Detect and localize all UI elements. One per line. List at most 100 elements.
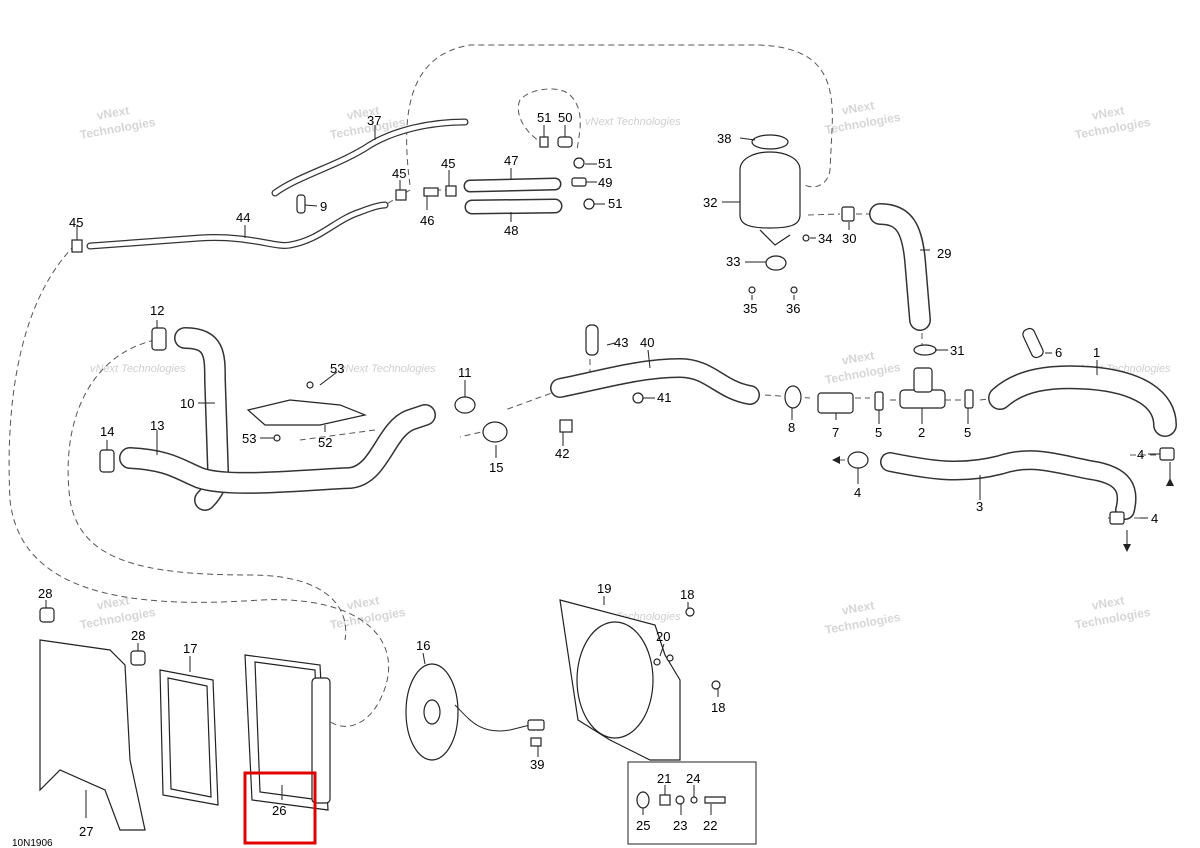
screw-22 — [704, 796, 726, 804]
screw-53b — [273, 434, 281, 442]
watermark-full: vNext Technologies — [90, 363, 186, 375]
nut-18b — [711, 680, 721, 690]
clip-6 — [1022, 327, 1044, 359]
label-21[interactable]: 21 — [657, 771, 671, 786]
label-19[interactable]: 19 — [597, 581, 611, 596]
label-20[interactable]: 20 — [656, 629, 670, 644]
spacer-21 — [659, 794, 671, 806]
label-11[interactable]: 11 — [458, 365, 472, 380]
highlight-box-26 — [243, 771, 317, 845]
label-49[interactable]: 49 — [598, 175, 612, 190]
label-5a[interactable]: 5 — [875, 425, 882, 440]
label-42[interactable]: 42 — [555, 446, 569, 461]
watermark-full: vNext Technologies — [585, 116, 681, 128]
label-45b[interactable]: 45 — [392, 166, 406, 181]
watermark-vnext: vNext — [1091, 593, 1126, 612]
label-25[interactable]: 25 — [636, 818, 650, 833]
tee-49 — [571, 177, 587, 187]
label-53b[interactable]: 53 — [242, 431, 256, 446]
label-53a[interactable]: 53 — [330, 361, 344, 376]
reservoir-cap-38 — [751, 134, 789, 150]
lower-assembly — [39, 599, 757, 845]
label-51a[interactable]: 51 — [537, 110, 551, 125]
label-4a[interactable]: 4 — [854, 485, 861, 500]
label-2[interactable]: 2 — [918, 425, 925, 440]
watermark-vnext: vNext — [96, 103, 131, 122]
label-23[interactable]: 23 — [673, 818, 687, 833]
label-45a[interactable]: 45 — [69, 215, 83, 230]
label-45c[interactable]: 45 — [441, 156, 455, 171]
label-48[interactable]: 48 — [504, 223, 518, 238]
fitting-45c — [445, 185, 457, 197]
label-36[interactable]: 36 — [786, 301, 800, 316]
label-37[interactable]: 37 — [367, 113, 381, 128]
label-5b[interactable]: 5 — [964, 425, 971, 440]
label-16[interactable]: 16 — [416, 638, 430, 653]
label-38[interactable]: 38 — [717, 131, 731, 146]
label-51b[interactable]: 51 — [598, 156, 612, 171]
screw-35 — [748, 286, 756, 294]
watermark-vnext: vNext — [346, 593, 381, 612]
label-1[interactable]: 1 — [1093, 345, 1100, 360]
watermark-vnext: vNext — [841, 98, 876, 117]
label-46[interactable]: 46 — [420, 213, 434, 228]
clamp-12 — [151, 327, 167, 351]
clip-43 — [585, 324, 599, 356]
label-30[interactable]: 30 — [842, 231, 856, 246]
label-15[interactable]: 15 — [489, 460, 503, 475]
label-10[interactable]: 10 — [180, 396, 194, 411]
label-43[interactable]: 43 — [614, 335, 628, 350]
label-41[interactable]: 41 — [657, 390, 671, 405]
label-4c[interactable]: 4 — [1151, 511, 1158, 526]
diagram-code: 10N1906 — [12, 838, 53, 848]
watermark-vnext: vNext — [1091, 103, 1126, 122]
label-33[interactable]: 33 — [726, 254, 740, 269]
label-13[interactable]: 13 — [150, 418, 164, 433]
label-7[interactable]: 7 — [832, 425, 839, 440]
label-28a[interactable]: 28 — [38, 586, 52, 601]
label-24[interactable]: 24 — [686, 771, 700, 786]
watermark-vnext: vNext — [841, 348, 876, 367]
label-3[interactable]: 3 — [976, 499, 983, 514]
label-17[interactable]: 17 — [183, 641, 197, 656]
label-12[interactable]: 12 — [150, 303, 164, 318]
label-34[interactable]: 34 — [818, 231, 832, 246]
label-35[interactable]: 35 — [743, 301, 757, 316]
leader-lines — [45, 125, 1160, 818]
coolant-reservoir-32 — [739, 151, 801, 229]
label-9[interactable]: 9 — [320, 199, 327, 214]
label-4b[interactable]: 4 — [1137, 447, 1144, 462]
label-14[interactable]: 14 — [100, 424, 114, 439]
screw-42 — [559, 419, 573, 433]
label-18a[interactable]: 18 — [680, 587, 694, 602]
screw-39 — [530, 737, 542, 747]
label-39[interactable]: 39 — [530, 757, 544, 772]
clamp-4c — [1109, 511, 1125, 525]
label-52[interactable]: 52 — [318, 435, 332, 450]
label-28b[interactable]: 28 — [131, 628, 145, 643]
clamp-8 — [784, 385, 802, 409]
label-26[interactable]: 26 — [272, 803, 286, 818]
label-22[interactable]: 22 — [703, 818, 717, 833]
label-51c[interactable]: 51 — [608, 196, 622, 211]
clamp-4a — [847, 451, 869, 469]
label-32[interactable]: 32 — [703, 195, 717, 210]
label-47[interactable]: 47 — [504, 153, 518, 168]
connector-46 — [423, 187, 439, 197]
label-44[interactable]: 44 — [236, 210, 250, 225]
label-40[interactable]: 40 — [640, 335, 654, 350]
hoses — [86, 118, 1177, 520]
label-6[interactable]: 6 — [1055, 345, 1062, 360]
screw-34 — [802, 234, 810, 242]
label-27[interactable]: 27 — [79, 824, 93, 839]
clip-51c — [583, 198, 595, 210]
label-18b[interactable]: 18 — [711, 700, 725, 715]
deflector-52 — [246, 399, 368, 426]
clamp-14 — [99, 449, 115, 473]
label-50[interactable]: 50 — [558, 110, 572, 125]
label-29[interactable]: 29 — [937, 246, 951, 261]
label-31[interactable]: 31 — [950, 343, 964, 358]
label-8[interactable]: 8 — [788, 420, 795, 435]
fitting-45b — [395, 189, 407, 201]
